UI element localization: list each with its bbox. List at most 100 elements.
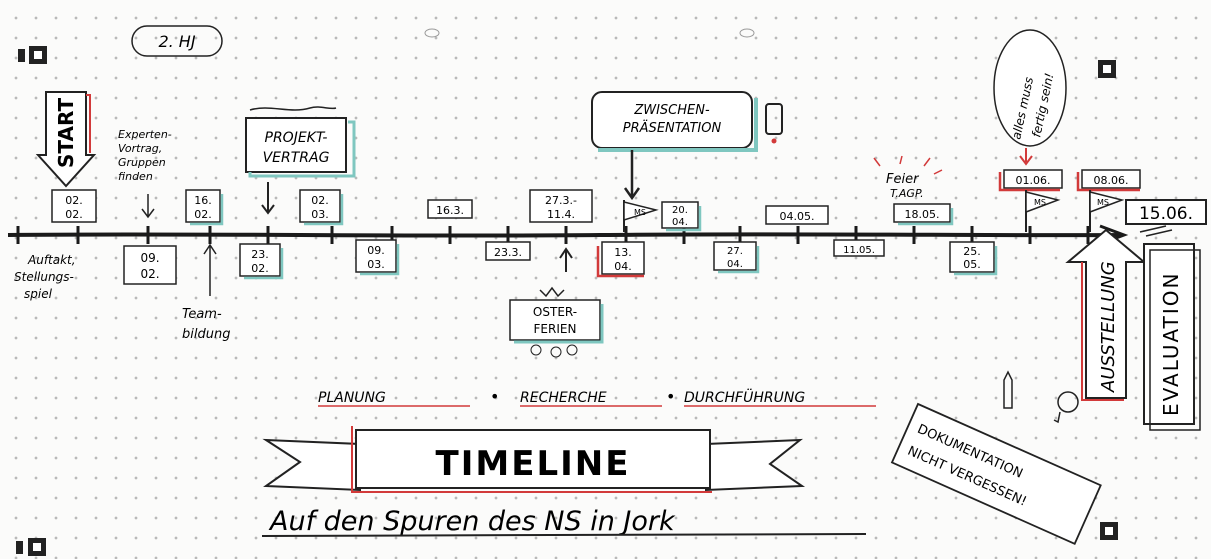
auftakt-line: spiel <box>24 287 53 301</box>
dokumentation-banner: DOKUMENTATION NICHT VERGESSEN! <box>892 404 1101 544</box>
date-box-bottom: 09. 03. <box>356 240 398 274</box>
osterferien-line: FERIEN <box>534 322 577 336</box>
phase-separator-dot: • <box>666 387 675 406</box>
page-title: TIMELINE <box>436 444 631 484</box>
pencil-icon <box>1004 372 1012 408</box>
date-text: 02. <box>251 262 269 275</box>
date-text: 11.4. <box>547 208 575 221</box>
zwischen-sign: ZWISCHEN- PRÄSENTATION <box>592 92 756 198</box>
corner-marker-icon <box>16 538 46 556</box>
auftakt-note: Auftakt, Stellungs- spiel <box>14 253 76 301</box>
date-box-top: 18.05. <box>894 204 952 224</box>
flower-icon <box>531 345 577 357</box>
date-text: 02. <box>311 194 329 207</box>
date-box-bottom: 13. 04. <box>598 242 644 276</box>
date-box-bottom: 25. 05. <box>950 242 996 274</box>
osterferien-line: OSTER- <box>533 305 577 319</box>
milestone-flag: MS <box>1026 190 1058 232</box>
phases-line: PLANUNG • RECHERCHE • DURCHFÜHRUNG <box>318 387 876 406</box>
date-box-top: 27.3.- 11.4. <box>530 190 592 222</box>
flower-icon <box>540 288 564 296</box>
class-badge: 2. HJ <box>132 26 222 56</box>
date-box-bottom: 09. 02. <box>124 246 176 284</box>
corner-marker-icon <box>1098 60 1116 78</box>
date-text: 04.05. <box>780 210 815 223</box>
teambildung-line: Team- <box>182 307 222 322</box>
date-text: 20. <box>672 205 688 216</box>
subtitle-text: Auf den Spuren des NS in Jork <box>268 506 676 537</box>
alles-muss-bubble: alles muss fertig sein! <box>994 30 1066 164</box>
date-text: 01.06. <box>1016 174 1051 187</box>
date-text: 08.06. <box>1094 174 1129 187</box>
date-box-bottom: 27. 04. <box>714 242 758 272</box>
subtitle: Auf den Spuren des NS in Jork <box>262 506 866 537</box>
doodle-dot <box>425 29 439 37</box>
date-text: 02. <box>65 194 83 207</box>
date-box-top: 02. 02. <box>52 190 96 222</box>
start-label: START <box>54 98 78 168</box>
osterferien-sign: OSTER- FERIEN <box>510 249 602 357</box>
experten-line: Experten- <box>118 128 172 141</box>
corner-marker-icon <box>18 46 47 64</box>
date-text: 13. <box>614 246 632 259</box>
feier-note: Feier T.AGP. <box>874 156 942 200</box>
date-text: 03. <box>367 258 385 271</box>
date-text: 25. <box>963 245 981 258</box>
auftakt-line: Auftakt, <box>27 253 76 267</box>
phase-planung: PLANUNG <box>318 390 386 406</box>
date-box-top: 16. 02. <box>186 190 222 224</box>
ausstellung-arrow: AUSSTELLUNG <box>1068 230 1144 400</box>
date-text: 03. <box>311 208 329 221</box>
date-box-top: 01.06. <box>1000 170 1062 190</box>
date-text: 23. <box>251 248 269 261</box>
date-box-top: 02. 03. <box>300 190 342 224</box>
experten-note: Experten- Vortrag, Gruppen finden <box>118 128 172 217</box>
bulb-icon <box>766 104 782 144</box>
projektvertrag-label-2: VERTRAG <box>263 150 330 166</box>
phase-recherche: RECHERCHE <box>520 390 607 406</box>
evaluation-box: EVALUATION <box>1140 226 1200 430</box>
date-text: 05. <box>963 258 981 271</box>
date-box-bottom: 23. 02. <box>240 244 282 278</box>
ms-label: MS <box>1034 198 1046 207</box>
phase-durchfuehrung: DURCHFÜHRUNG <box>684 388 805 406</box>
corner-marker-icon <box>1100 522 1118 540</box>
date-text: 27.3.- <box>545 194 577 207</box>
date-box-top: 16.3. <box>428 200 472 218</box>
zwischen-line: ZWISCHEN- <box>633 103 710 118</box>
date-text: 27. <box>727 246 743 257</box>
date-text: 04. <box>727 259 743 270</box>
milestone-flag: MS <box>624 200 656 232</box>
final-date-text: 15.06. <box>1139 204 1193 224</box>
start-arrow: START <box>38 92 94 186</box>
date-text: 02. <box>194 208 212 221</box>
ausstellung-label: AUSSTELLUNG <box>1098 261 1119 393</box>
date-text: 11.05. <box>843 245 875 256</box>
date-box-bottom: 23.3. <box>486 242 530 260</box>
class-badge-text: 2. HJ <box>158 32 195 51</box>
ms-label: MS <box>634 208 646 217</box>
experten-line: finden <box>118 170 153 183</box>
feier-line: Feier <box>886 172 920 187</box>
zwischen-line: PRÄSENTATION <box>623 120 722 136</box>
milestone-flag: MS <box>1090 190 1122 232</box>
experten-line: Gruppen <box>118 156 166 169</box>
date-text: 23.3. <box>494 246 522 259</box>
final-date-box: 15.06. <box>1126 200 1206 224</box>
date-text: 18.05. <box>905 208 940 221</box>
date-text: 04. <box>672 217 688 228</box>
date-text: 16.3. <box>436 204 464 217</box>
date-box-top: 04.05. <box>766 206 828 224</box>
teambildung-line: bildung <box>182 327 230 342</box>
phase-separator-dot: • <box>490 387 499 406</box>
feier-line: T.AGP. <box>890 187 924 200</box>
evaluation-label: EVALUATION <box>1159 272 1183 416</box>
date-text: 16. <box>194 194 212 207</box>
date-text: 09. <box>140 251 159 265</box>
ms-label: MS <box>1097 198 1109 207</box>
bulb-icon <box>1054 392 1078 422</box>
date-text: 04. <box>614 260 632 273</box>
projektvertrag-label: PROJEKT- <box>265 130 328 146</box>
